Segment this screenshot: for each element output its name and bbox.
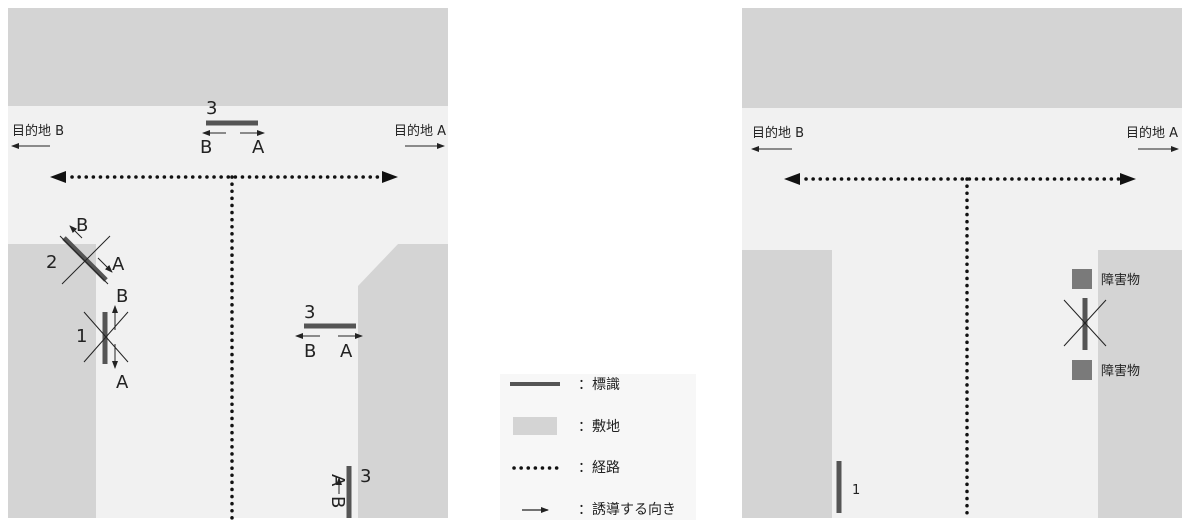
direction-arrow (97, 257, 113, 273)
cross-line (61, 235, 111, 285)
legend-site-swatch (513, 417, 557, 435)
right-site-left (742, 250, 832, 518)
legend-direction-label: ：誘導する向き (578, 502, 676, 518)
dir-b: B (327, 496, 348, 508)
cross-line (59, 235, 109, 285)
legend-route-label: ：経路 (578, 460, 620, 476)
sign-number: 3 (206, 98, 217, 119)
dir-a: A (327, 474, 348, 487)
left-site-left (8, 244, 96, 518)
dir-a: A (340, 341, 353, 362)
route-arrow-right (382, 171, 398, 183)
dir-a: A (116, 372, 129, 393)
sign-number: 2 (46, 252, 57, 273)
sign-3-bottom: 3 A B (327, 466, 371, 518)
dest-a-label: 目的地 A (1126, 125, 1178, 141)
route-arrow-right (1120, 173, 1136, 185)
dir-b: B (76, 215, 88, 236)
left-diagram: 目的地 B 目的地 A 3 B A B A 2 (8, 8, 448, 520)
direction-arrow (69, 225, 83, 239)
route-arrow-left (50, 171, 66, 183)
sign-3-mid: 3 B A (295, 302, 363, 362)
dir-b: B (200, 137, 212, 158)
dir-b: B (304, 341, 316, 362)
sign-bar (62, 236, 108, 282)
legend-site-label: ：敷地 (578, 419, 620, 435)
legend-background (500, 374, 696, 520)
sign-2: B A 2 (46, 215, 125, 285)
sign-number: 1 (76, 326, 87, 347)
dir-a: A (252, 137, 265, 158)
sign-1: B A 1 (76, 286, 129, 393)
crossed-sign-right (1063, 298, 1107, 350)
right-site-right (1098, 250, 1182, 518)
right-site-top (742, 8, 1182, 108)
obstacle-label-top: 障害物 (1101, 272, 1140, 288)
sign-number: 3 (304, 302, 315, 323)
dest-b-label: 目的地 B (752, 125, 804, 141)
sign-number: 3 (360, 466, 371, 487)
dest-b-label: 目的地 B (12, 123, 64, 139)
obstacle-marker-bottom (1072, 360, 1092, 380)
left-site-right (358, 244, 448, 518)
sign-3-top: 3 B A (200, 98, 265, 158)
legend-sign-label: ：標識 (578, 377, 620, 393)
sign-number: 1 (852, 483, 860, 498)
sign-1-right: 1 (836, 461, 860, 513)
left-site-top (8, 8, 448, 106)
dir-a: A (112, 254, 125, 275)
cross-line (1063, 299, 1107, 347)
route-arrow-left (784, 173, 800, 185)
obstacle-marker-top (1072, 269, 1092, 289)
right-diagram: 目的地 B 目的地 A 障害物 障害物 1 (742, 8, 1182, 520)
dir-b: B (116, 286, 128, 307)
dest-a-label: 目的地 A (394, 123, 446, 139)
cross-line (83, 311, 129, 363)
legend: ：標識 ：敷地 ：経路 ：誘導する向き (500, 374, 696, 520)
obstacle-label-bottom: 障害物 (1101, 363, 1140, 379)
